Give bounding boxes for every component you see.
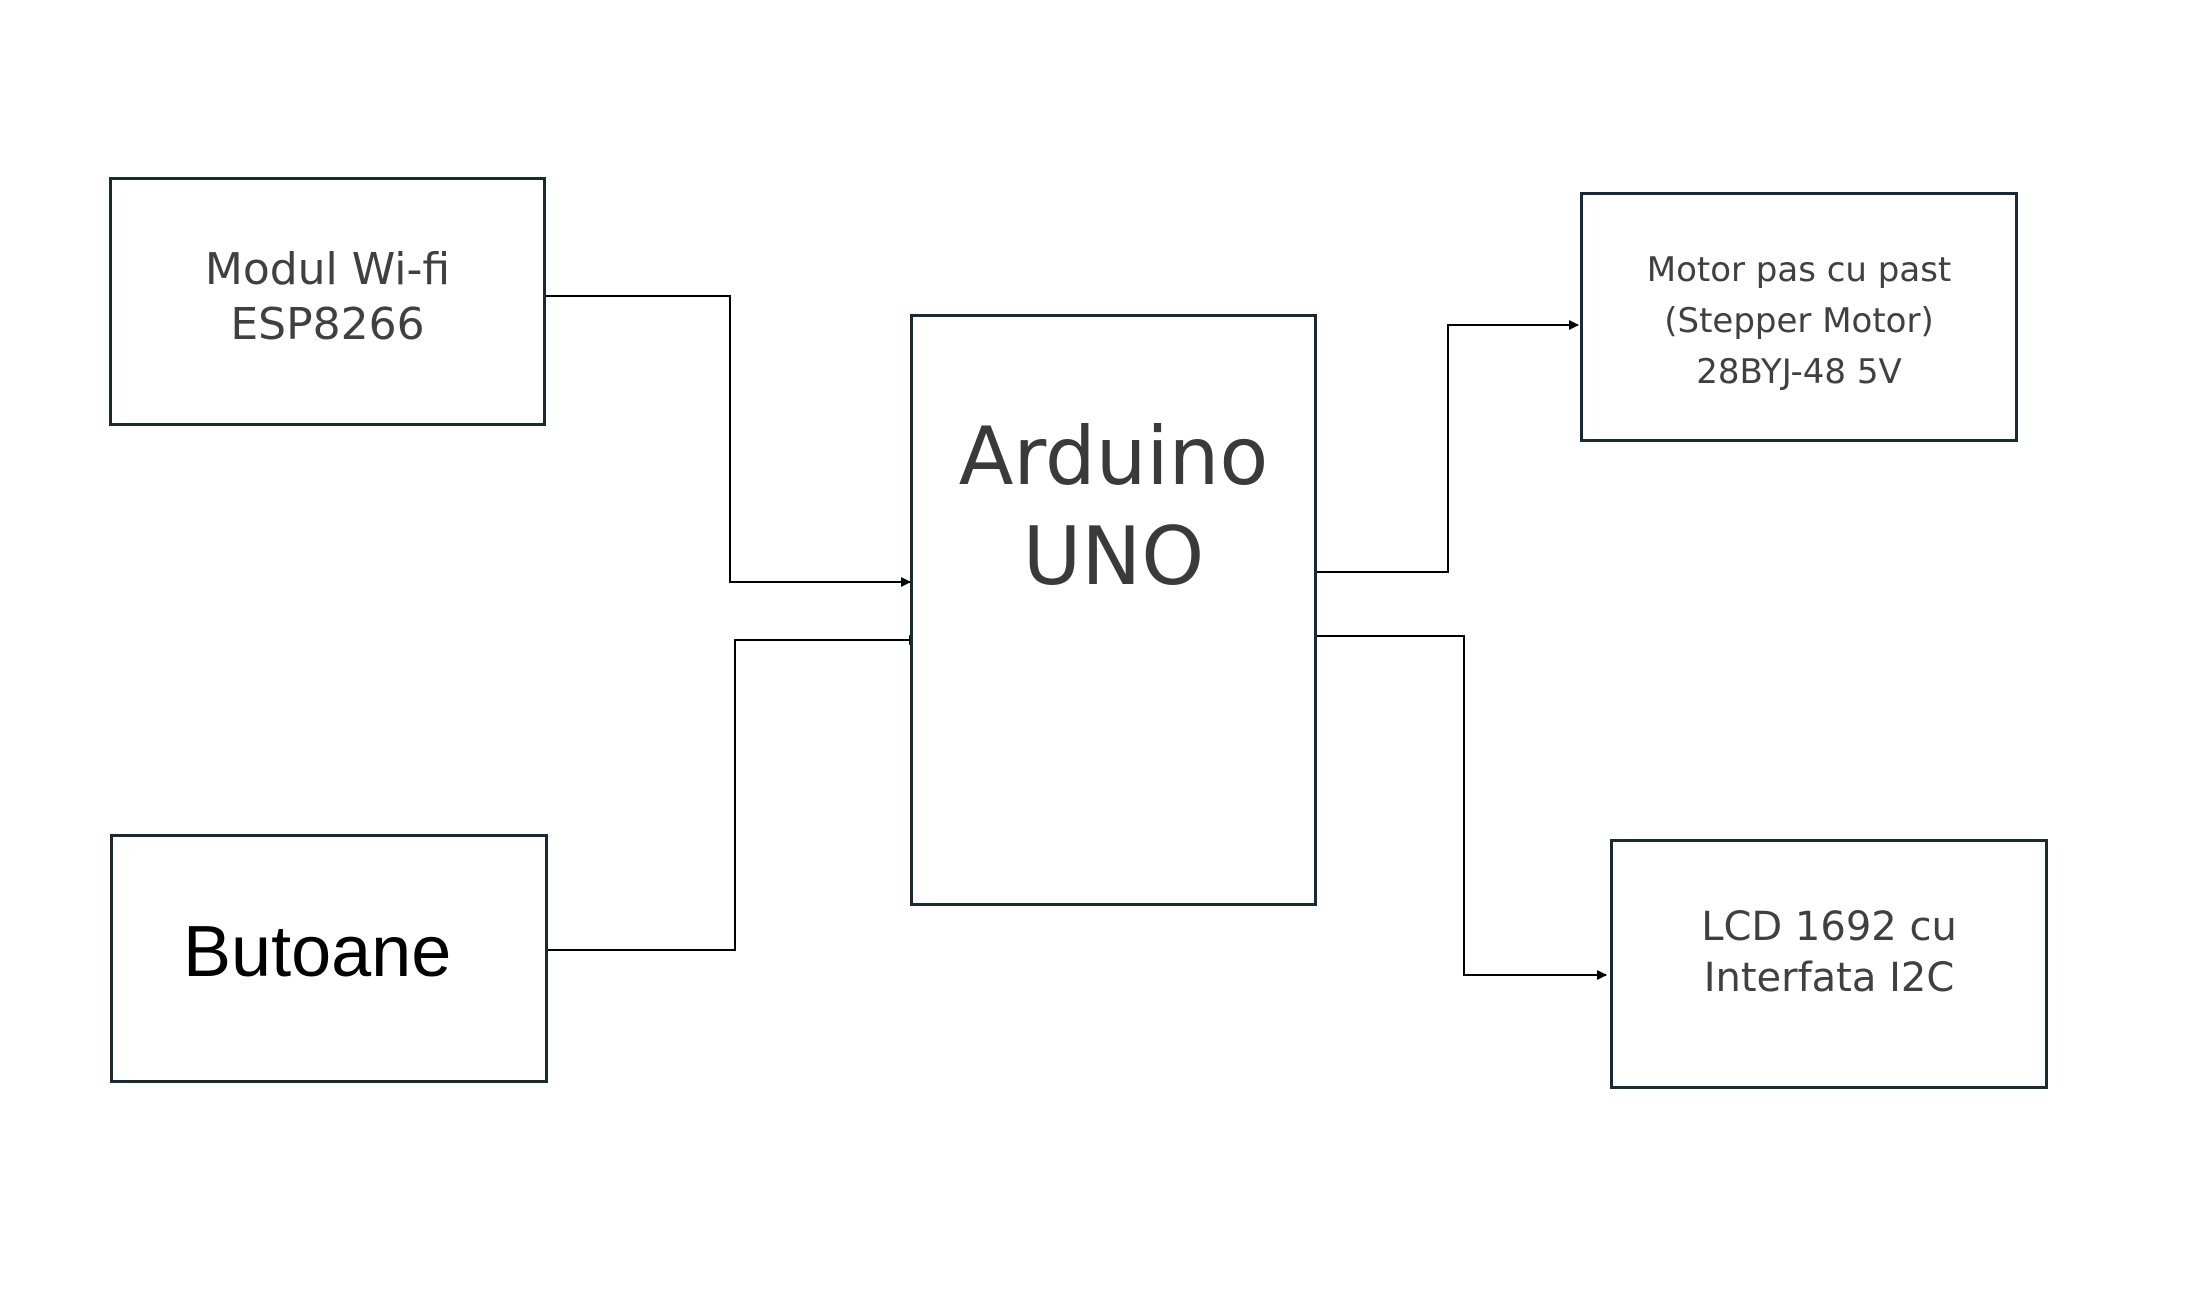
node-lcd-display-label: LCD 1692 cu Interfata I2C: [1701, 904, 1957, 1001]
edge-buttons-to-arduino: [548, 635, 919, 951]
node-lcd-display: LCD 1692 cu Interfata I2C: [1610, 839, 2048, 1089]
node-buttons-label: Butoane: [183, 911, 452, 992]
node-stepper-motor: Motor pas cu past (Stepper Motor) 28BYJ-…: [1580, 192, 2018, 442]
node-wifi-module-label: Modul Wi-fi ESP8266: [204, 244, 451, 350]
edge-arduino-to-lcd: [1317, 635, 1607, 980]
edge-wifi-to-arduino: [546, 295, 911, 587]
edge-arduino-to-stepper: [1317, 320, 1579, 573]
node-arduino-uno: Arduino UNO: [910, 314, 1317, 906]
node-wifi-module: Modul Wi-fi ESP8266: [109, 177, 546, 426]
node-stepper-motor-label: Motor pas cu past (Stepper Motor) 28BYJ-…: [1646, 250, 1952, 392]
node-buttons: Butoane: [110, 834, 548, 1083]
node-arduino-uno-label: Arduino UNO: [958, 410, 1269, 603]
